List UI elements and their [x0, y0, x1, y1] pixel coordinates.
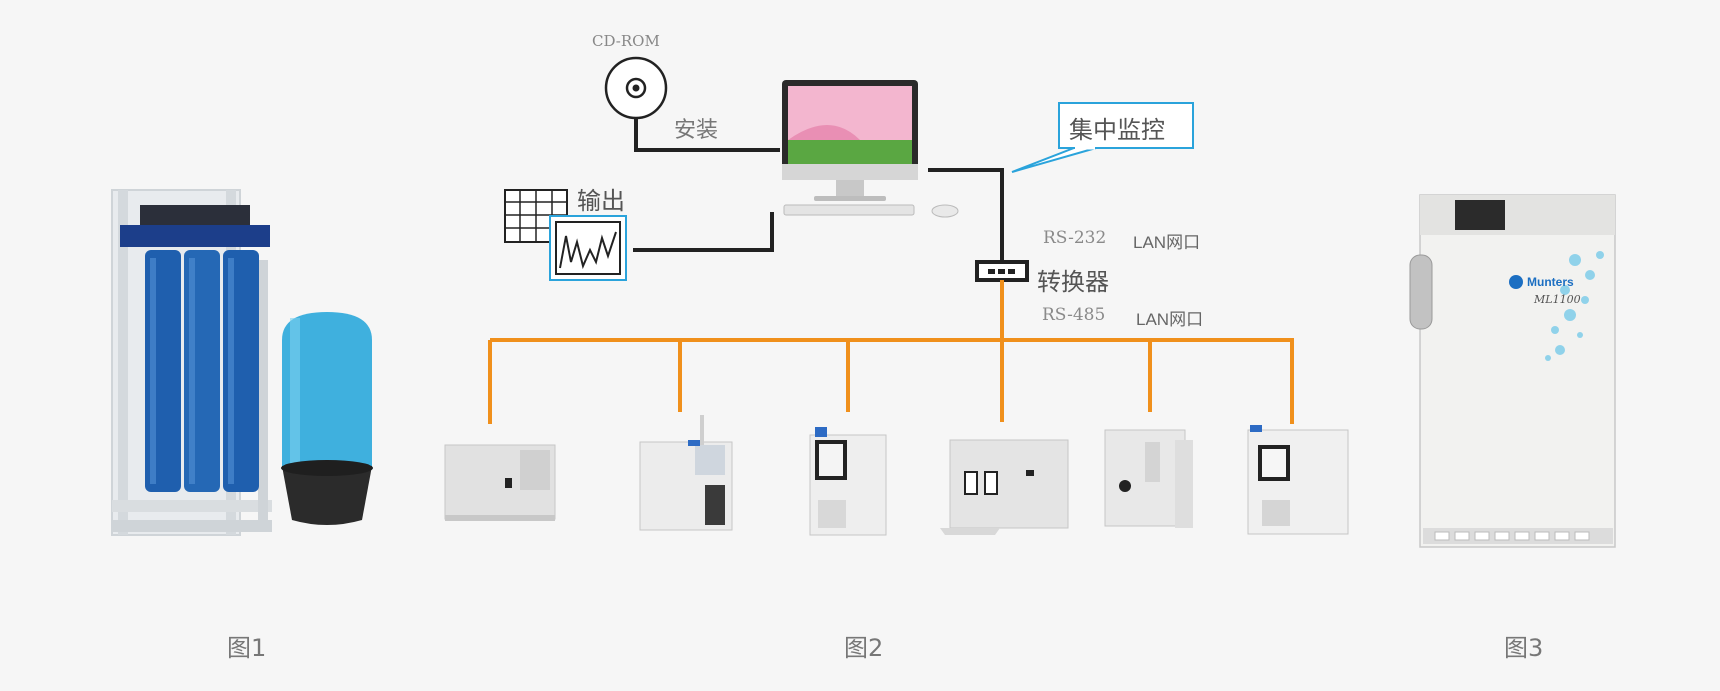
output-label: 输出: [577, 187, 625, 215]
chamber-1: [444, 444, 556, 521]
install-label: 安装: [674, 118, 719, 143]
model-name: ML1100: [1534, 293, 1581, 306]
figure-3-caption: 图3: [1504, 634, 1544, 662]
brand-name: Munters: [1527, 275, 1574, 289]
chamber-4: [940, 439, 1069, 535]
figure-1-caption: 图1: [227, 634, 267, 662]
cd-rom-disc-icon: [604, 56, 668, 120]
pressure-tank: [281, 312, 373, 525]
rs485-bus: [488, 280, 1294, 424]
desktop-computer: [782, 80, 959, 218]
cd-rom-label: CD-ROM: [592, 32, 660, 50]
ro-filter-system: [111, 189, 272, 536]
chart-graph-icon: [549, 215, 627, 281]
rs485-label: RS-485: [1042, 305, 1106, 325]
figure-2-caption: 图2: [844, 634, 884, 662]
converter-box-icon: [975, 260, 1029, 282]
monitor-label: 集中监控: [1069, 116, 1165, 144]
chamber-3: [809, 427, 887, 536]
chamber-6: [1247, 425, 1349, 535]
dehumidifier: [1409, 194, 1616, 548]
converter-label: 转换器: [1037, 268, 1109, 296]
lan-top-label: LAN网口: [1133, 233, 1201, 252]
link-lines: [633, 118, 1004, 262]
monitor-callout: [1011, 102, 1194, 173]
chamber-2: [639, 415, 733, 531]
chamber-5: [1104, 429, 1193, 528]
rs232-label: RS-232: [1043, 228, 1107, 248]
lan-bottom-label: LAN网口: [1136, 310, 1204, 329]
